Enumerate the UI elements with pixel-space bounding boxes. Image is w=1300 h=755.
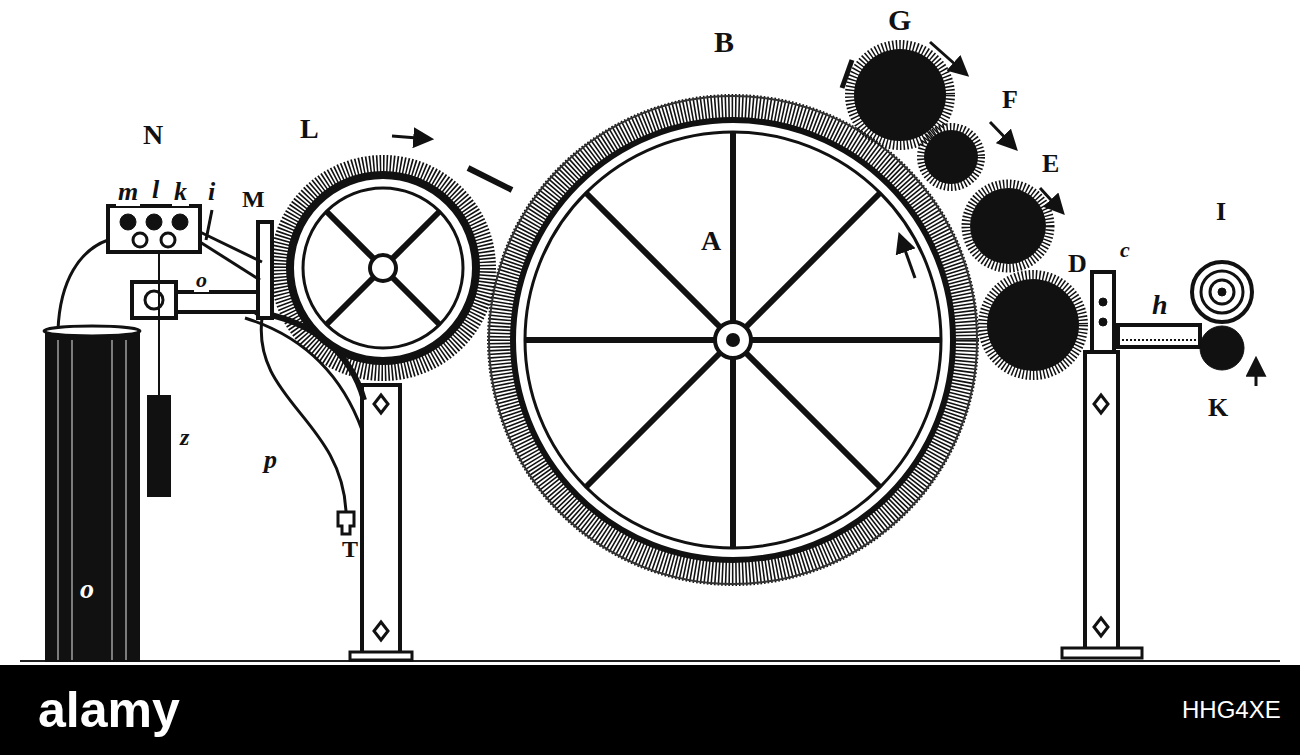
part-letter: o: [194, 268, 209, 292]
feed-stand: [1062, 262, 1252, 658]
part-letter: I: [1214, 198, 1228, 226]
part-letter: F: [1000, 86, 1020, 114]
part-letter: A: [699, 226, 723, 256]
rotation-arrow: [1040, 188, 1062, 212]
part-letter: B: [712, 26, 736, 58]
doffer-cylinder: [279, 164, 487, 372]
part-letter: h: [1150, 290, 1170, 320]
part-letter: T: [340, 536, 360, 562]
part-letter: k: [172, 178, 189, 206]
part-letter: p: [262, 446, 279, 474]
sliver-can: [44, 326, 140, 662]
part-letter: i: [206, 178, 217, 206]
stripper-blade: [468, 168, 512, 190]
part-letter: L: [298, 114, 321, 144]
part-letter: l: [150, 176, 161, 204]
rotation-arrow: [392, 136, 430, 139]
rotation-arrow: [1255, 360, 1258, 386]
part-letter: E: [1040, 150, 1061, 178]
main-cylinder: [489, 96, 977, 584]
part-letter: G: [886, 4, 913, 36]
part-letter: z: [178, 424, 191, 450]
rotation-arrow: [930, 42, 966, 74]
watermark-bar: [0, 665, 1300, 755]
part-letter: D: [1066, 250, 1089, 278]
part-letter: c: [1118, 238, 1132, 262]
rotation-arrow: [990, 122, 1015, 148]
card-rollers: [850, 45, 1083, 375]
cover-plate: [842, 60, 852, 88]
part-letter: m: [116, 178, 140, 206]
part-letter: N: [141, 120, 165, 150]
part-letter: K: [1206, 394, 1230, 422]
floor-line: [20, 660, 1280, 662]
image-id: HHG4XE: [1180, 697, 1283, 723]
watermark: alamy: [36, 684, 182, 736]
part-letter: M: [240, 186, 267, 212]
part-letter: o: [78, 574, 96, 604]
paper: [0, 0, 1300, 665]
rotation-arrow: [900, 236, 915, 278]
